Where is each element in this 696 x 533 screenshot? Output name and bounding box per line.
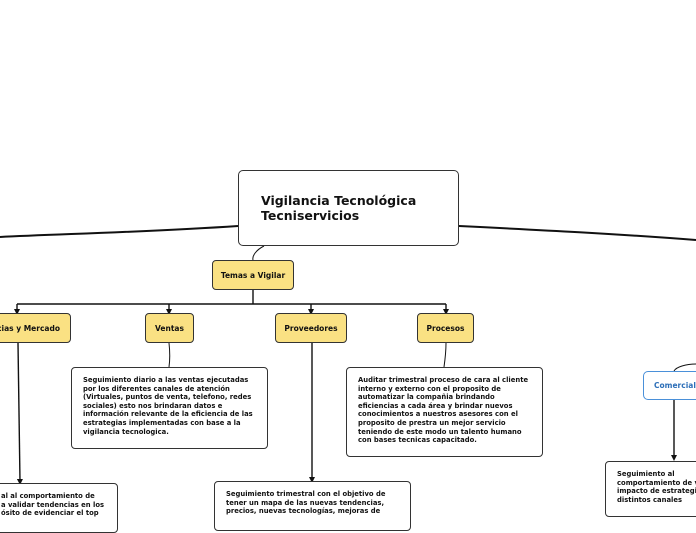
note-procesos[interactable]: Auditar trimestral proceso de cara al cl…: [346, 367, 543, 457]
note-line: proposito de prestra un mejor servicio: [358, 418, 506, 427]
note-line: estrategias implementadas con base a la: [83, 418, 241, 427]
hub-connector: [252, 245, 265, 261]
note-line: comportamiento de v: [617, 478, 696, 487]
note-comercial[interactable]: Seguimiento al comportamiento de v impac…: [605, 461, 696, 517]
note-line: Seguimiento diario a las ventas ejecutad…: [83, 376, 249, 384]
comercial-label: Comercial: [654, 381, 696, 390]
tendencias-to-note: [16, 342, 23, 485]
note-line: sociales) esto nos brindaran datos e: [83, 401, 223, 410]
branch-line-right: [458, 225, 696, 241]
topic-proveedores[interactable]: Proveedores: [275, 313, 347, 343]
note-line: (Virtuales, puntos de venta, telefono, r…: [83, 393, 252, 402]
note-tendencias[interactable]: al al comportamiento de a validar tenden…: [0, 483, 118, 533]
comercial-connector: [673, 363, 696, 372]
note-line: al al comportamiento de: [1, 492, 95, 500]
note-line: teniendo de este modo un talento humano: [358, 427, 522, 436]
connector-lines: [0, 225, 696, 485]
note-line: Auditar trimestral proceso de cara al cl…: [358, 376, 529, 384]
note-line: Seguimiento trimestral con el objetivo d…: [226, 490, 386, 498]
note-line: con bases tecnicas capacitado.: [358, 436, 477, 445]
note-line: automatizar la compañia brindando: [358, 393, 495, 402]
note-ventas[interactable]: Seguimiento diario a las ventas ejecutad…: [71, 367, 268, 449]
note-line: ósito de evidenciar el top: [1, 509, 99, 518]
topic-ventas[interactable]: Ventas: [145, 313, 194, 343]
hub-label: Temas a Vigilar: [220, 270, 286, 280]
note-line: impacto de estrategi: [617, 487, 696, 496]
topic-procesos-label: Procesos: [426, 323, 465, 333]
procesos-to-note: [443, 342, 447, 368]
ventas-to-note: [168, 342, 171, 368]
central-title-line1: Vigilancia Tecnológica: [261, 193, 417, 208]
note-line: conocimientos a nuestros asesores con el: [358, 410, 518, 419]
note-line: Seguimiento al: [617, 470, 675, 478]
note-line: tener un mapa de las nuevas tendencias,: [226, 498, 385, 507]
note-line: interno y externo con el proposito de: [358, 384, 501, 393]
note-proveedores[interactable]: Seguimiento trimestral con el objetivo d…: [214, 481, 411, 531]
topic-tendencias-y-mercado[interactable]: cias y Mercado: [0, 313, 71, 343]
topic-proveedores-label: Proveedores: [284, 323, 338, 333]
note-line: distintos canales: [617, 495, 683, 504]
branch-line-left: [0, 225, 239, 238]
topic-procesos[interactable]: Procesos: [417, 313, 474, 343]
note-line: vigilancia tecnologica.: [83, 427, 169, 436]
note-line: información relevante de la eficiencia d…: [83, 410, 253, 419]
note-line: a validar tendencias en los: [1, 500, 105, 509]
central-topic[interactable]: Vigilancia Tecnológica Tecniservicios: [238, 170, 459, 246]
note-line: eficiencias a cada área y brindar nuevos: [358, 401, 513, 410]
topic-comercial[interactable]: Comercial: [643, 371, 696, 400]
topic-tendencias-label: cias y Mercado: [0, 323, 60, 333]
central-title-line2: Tecniservicios: [261, 208, 360, 223]
topic-ventas-label: Ventas: [155, 323, 184, 333]
note-line: precios, nuevas tecnologías, mejoras de: [226, 507, 381, 516]
hub-temas-a-vigilar[interactable]: Temas a Vigilar: [212, 260, 294, 290]
note-line: por los diferentes canales de atención: [83, 384, 230, 393]
mind-map-canvas: Vigilancia Tecnológica Tecniservicios Te…: [0, 170, 696, 533]
